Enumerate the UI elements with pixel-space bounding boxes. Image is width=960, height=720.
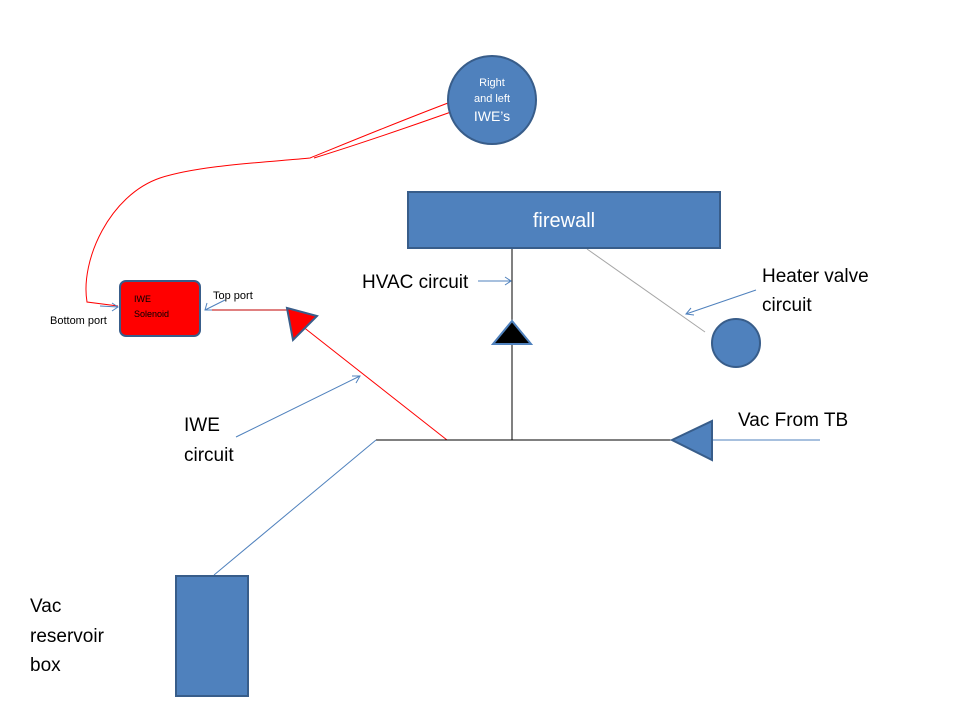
- iwe-circuit-label-line2: circuit: [184, 445, 234, 466]
- iwe-hose-2: [313, 111, 452, 159]
- bottom-port-arrow: [99, 302, 119, 312]
- heater-valve-label-line2: circuit: [762, 295, 812, 316]
- tb-check-valve: [669, 419, 713, 462]
- heater-valve-label-line1: Heater valve: [762, 266, 869, 287]
- firewall-box: [407, 191, 721, 249]
- hvac-check-valve: [490, 319, 534, 345]
- reservoir-line: [213, 439, 377, 576]
- iwes-label-line3: IWE’s: [474, 108, 510, 124]
- iwe-solenoid-box: [119, 280, 201, 337]
- reservoir-label-line3: box: [30, 655, 61, 676]
- iwe-circuit-label-line1: IWE: [184, 415, 220, 436]
- firewall-label: firewall: [533, 210, 595, 232]
- hvac-arrow: [478, 276, 512, 286]
- solenoid-label-line1: IWE: [134, 294, 151, 304]
- heater-line: [586, 248, 706, 333]
- iwes-label-line2: and left: [474, 93, 510, 105]
- iwe-circuit-arrow: [235, 375, 361, 438]
- heater-valve-node: [711, 318, 761, 368]
- vac-from-tb-label: Vac From TB: [738, 410, 848, 431]
- reservoir-label-line1: Vac: [30, 596, 61, 617]
- solenoid-label-line2: Solenoid: [134, 309, 169, 319]
- iwes-node: [447, 55, 537, 145]
- heater-arrow: [685, 289, 757, 316]
- top-port-arrow: [204, 299, 226, 311]
- bottom-port-label: Bottom port: [50, 315, 107, 327]
- reservoir-label-line2: reservoir: [30, 626, 105, 647]
- iwes-label-line1: Right: [479, 77, 505, 89]
- iwe-hose-1: [85, 102, 449, 307]
- vac-reservoir-box: [175, 575, 249, 697]
- iwe-circuit-hose: [301, 325, 448, 441]
- top-port-label: Top port: [213, 290, 253, 302]
- iwe-check-valve: [285, 306, 319, 343]
- hvac-circuit-label: HVAC circuit: [362, 272, 469, 293]
